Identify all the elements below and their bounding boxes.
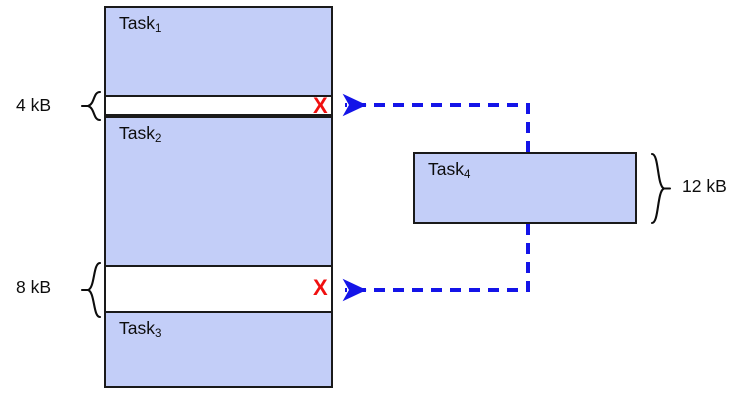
incoming-task-box: Task4 — [413, 152, 637, 224]
task4-label: Task4 — [428, 159, 471, 181]
memory-block-task3: Task3 — [106, 313, 331, 386]
task2-label: Task2 — [119, 123, 162, 145]
arrow-to-8kb-hole — [342, 224, 530, 302]
reject-marker-4kb: X — [313, 93, 328, 118]
size-label-4kb: 4 kB — [16, 95, 52, 115]
memory-free-hole-4kb — [106, 95, 331, 116]
memory-free-hole-8kb — [106, 265, 331, 313]
memory-block-task1: Task1 — [106, 8, 331, 95]
size-label-12kb: 12 kB — [682, 176, 727, 196]
memory-block-task2: Task2 — [106, 116, 331, 265]
brace-4kb — [80, 90, 102, 122]
brace-8kb — [80, 261, 102, 319]
task1-label: Task1 — [119, 13, 162, 35]
size-label-8kb: 8 kB — [16, 277, 52, 297]
reject-marker-8kb: X — [313, 275, 328, 300]
task3-label: Task3 — [119, 318, 162, 340]
brace-12kb — [650, 152, 672, 225]
memory-column: Task1 Task2 Task3 — [104, 6, 333, 388]
arrow-to-4kb-hole — [342, 93, 530, 152]
